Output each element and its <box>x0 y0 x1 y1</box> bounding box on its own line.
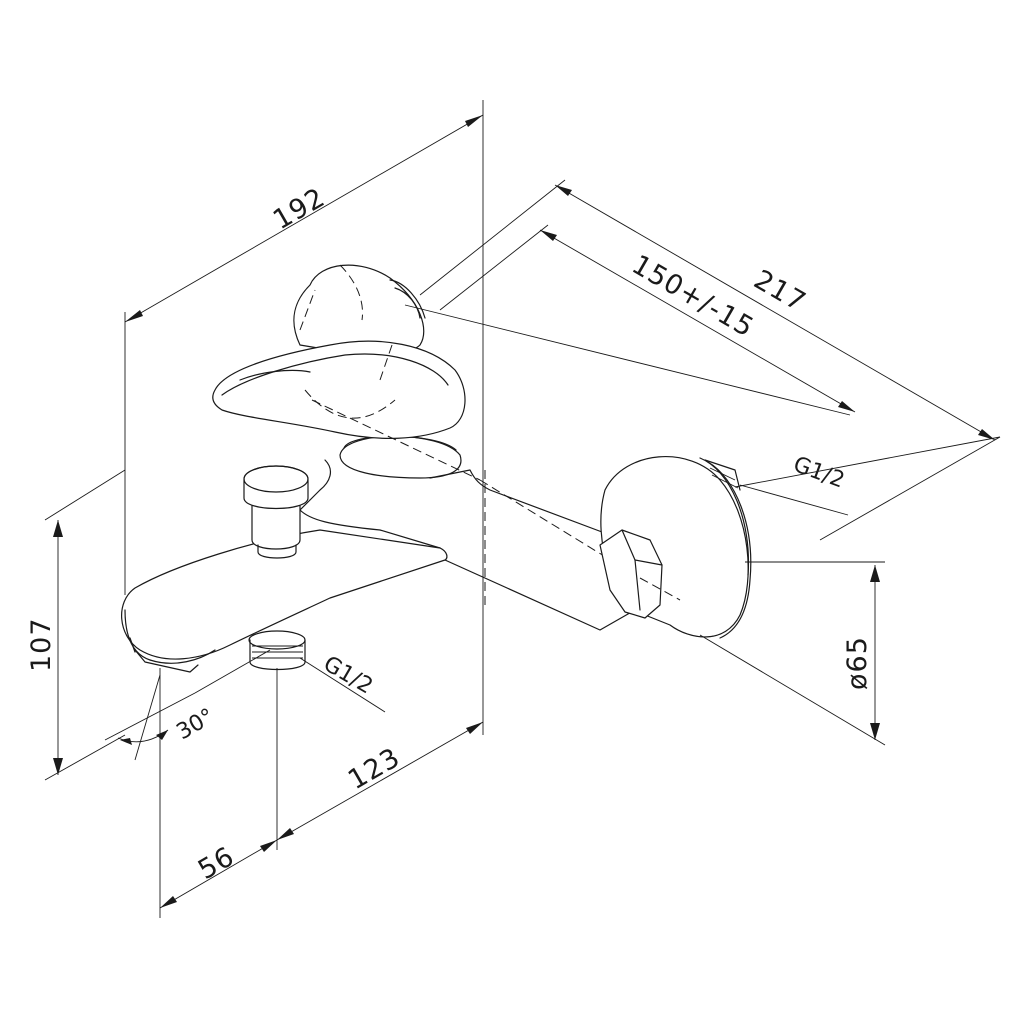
dim-107-label: 107 <box>26 617 57 672</box>
wall-connector <box>599 456 752 639</box>
lever-handle <box>212 340 466 439</box>
dim-angle-30: 30° <box>104 674 219 761</box>
dim-123-label: 123 <box>343 742 406 796</box>
diverter-knob <box>243 465 309 559</box>
dim-150-label: 150+/-15 <box>627 249 760 344</box>
faucet-body <box>121 264 752 673</box>
dim-150: 150+/-15 <box>539 229 856 413</box>
outlet-thread-callout: G1/2 <box>299 652 386 713</box>
dim-217-label: 217 <box>749 264 812 318</box>
dim-56: 56 <box>159 839 278 909</box>
dim-217: 217 <box>554 184 996 441</box>
back-wall-flange <box>293 264 426 353</box>
dim-56-label: 56 <box>193 841 240 886</box>
dimension-lines: 192 217 150+/-15 G1/2 <box>26 100 1001 918</box>
dim-d65-label: ø65 <box>842 636 873 690</box>
angle-label: 30° <box>173 704 219 745</box>
dim-107: 107 <box>26 469 126 781</box>
inlet-thread-label: G1/2 <box>790 452 848 493</box>
inlet-thread-callout: G1/2 <box>739 452 849 516</box>
dim-d65: ø65 <box>699 561 886 746</box>
dim-123: 123 <box>276 721 484 841</box>
mixer-body <box>121 399 641 673</box>
outlet-thread-label: G1/2 <box>319 652 377 700</box>
dim-192-label: 192 <box>268 182 331 236</box>
outlet-thread <box>248 630 306 671</box>
